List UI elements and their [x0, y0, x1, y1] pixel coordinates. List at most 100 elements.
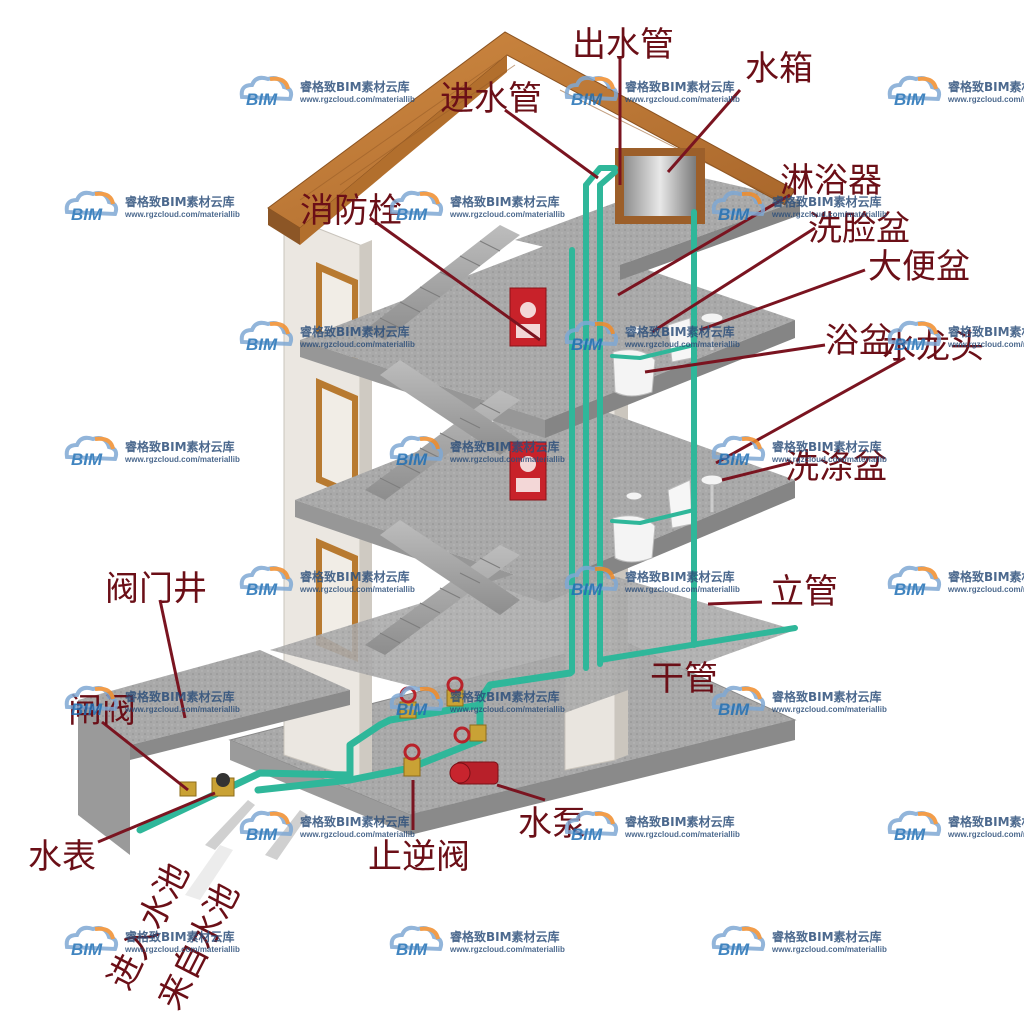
cloud-logo-icon	[564, 75, 619, 102]
watermark-url: www.rgzcloud.com/materiallib	[124, 945, 240, 954]
outlet-pipe	[597, 169, 618, 188]
cloud-logo-icon	[239, 810, 294, 837]
watermark-brand: 睿格致BIM素材云库	[125, 929, 235, 944]
label-gate-valve: 闸阀	[68, 691, 136, 731]
watermark-layer: BIM睿格致BIM素材云库www.rgzcloud.com/materialli…	[64, 75, 1024, 959]
watermark-brand: 睿格致BIM素材云库	[948, 79, 1024, 94]
building	[228, 31, 800, 835]
label-check-valve: 止逆阀	[368, 837, 470, 877]
cloud-logo-icon	[239, 565, 294, 592]
watermark: BIM睿格致BIM素材云库www.rgzcloud.com/materialli…	[711, 435, 887, 469]
staircases	[365, 225, 520, 655]
watermark: BIM睿格致BIM素材云库www.rgzcloud.com/materialli…	[64, 685, 240, 719]
cloud-logo-icon	[389, 435, 444, 462]
watermark: BIM睿格致BIM素材云库www.rgzcloud.com/materialli…	[64, 925, 240, 959]
watermark-url: www.rgzcloud.com/materiallib	[947, 830, 1024, 839]
fixtures	[509, 148, 724, 563]
branch-lower	[610, 508, 696, 525]
watermark-logo: BIM	[246, 580, 278, 599]
watermark-brand: 睿格致BIM素材云库	[625, 814, 735, 829]
inlet-to-tank	[583, 165, 618, 188]
watermark-url: www.rgzcloud.com/materiallib	[947, 585, 1024, 594]
fire-hydrant-box-upper	[509, 287, 547, 347]
watermark-logo: BIM	[894, 580, 926, 599]
watermark: BIM睿格致BIM素材云库www.rgzcloud.com/materialli…	[711, 190, 887, 224]
watermark-brand: 睿格致BIM素材云库	[772, 439, 882, 454]
watermark: BIM睿格致BIM素材云库www.rgzcloud.com/materialli…	[239, 75, 415, 109]
watermark-logo: BIM	[571, 335, 603, 354]
watermark-logo: BIM	[894, 90, 926, 109]
watermark-brand: 睿格致BIM素材云库	[772, 689, 882, 704]
cloud-logo-icon	[711, 435, 766, 462]
watermark-url: www.rgzcloud.com/materiallib	[771, 210, 887, 219]
watermark-logo: BIM	[718, 940, 750, 959]
watermark-brand: 睿格致BIM素材云库	[625, 324, 735, 339]
cloud-logo-icon	[887, 320, 942, 347]
watermark-url: www.rgzcloud.com/materiallib	[771, 705, 887, 714]
label-inlet-pipe: 进水管	[440, 79, 542, 119]
watermark-url: www.rgzcloud.com/materiallib	[299, 340, 415, 349]
watermark-logo: BIM	[718, 205, 750, 224]
watermark-url: www.rgzcloud.com/materiallib	[624, 830, 740, 839]
cloud-logo-icon	[564, 565, 619, 592]
watermark-url: www.rgzcloud.com/materiallib	[299, 585, 415, 594]
cloud-logo-icon	[239, 320, 294, 347]
washbasin-lower-room	[625, 325, 643, 501]
cloud-logo-icon	[64, 685, 119, 712]
cloud-logo-icon	[389, 190, 444, 217]
watermark: BIM睿格致BIM素材云库www.rgzcloud.com/materialli…	[389, 685, 565, 719]
cloud-logo-icon	[564, 320, 619, 347]
watermark: BIM睿格致BIM素材云库www.rgzcloud.com/materialli…	[64, 190, 240, 224]
watermark-logo: BIM	[246, 825, 278, 844]
label-bathtub: 浴盆	[825, 321, 893, 361]
watermark: BIM睿格致BIM素材云库www.rgzcloud.com/materialli…	[887, 320, 1024, 354]
watermark-brand: 睿格致BIM素材云库	[300, 569, 410, 584]
watermark: BIM睿格致BIM素材云库www.rgzcloud.com/materialli…	[887, 565, 1024, 599]
watermark-logo: BIM	[396, 450, 428, 469]
cloud-logo-icon	[64, 435, 119, 462]
watermark-brand: 睿格致BIM素材云库	[300, 814, 410, 829]
watermark-url: www.rgzcloud.com/materiallib	[449, 945, 565, 954]
water-spray	[185, 800, 308, 900]
watermark: BIM睿格致BIM素材云库www.rgzcloud.com/materialli…	[239, 320, 415, 354]
cloud-logo-icon	[564, 810, 619, 837]
watermark-logo: BIM	[396, 700, 428, 719]
watermark-logo: BIM	[71, 205, 103, 224]
cloud-logo-icon	[887, 810, 942, 837]
main-supply-pipe	[136, 716, 394, 834]
label-wash-sink: 洗涤盆	[785, 447, 887, 487]
watermark-brand: 睿格致BIM素材云库	[450, 439, 560, 454]
watermark-logo: BIM	[246, 335, 278, 354]
cloud-logo-icon	[711, 190, 766, 217]
cloud-logo-icon	[389, 925, 444, 952]
watermark-brand: 睿格致BIM素材云库	[125, 439, 235, 454]
watermark: BIM睿格致BIM素材云库www.rgzcloud.com/materialli…	[887, 75, 1024, 109]
label-toilet: 大便盆	[868, 247, 970, 287]
watermark-logo: BIM	[571, 580, 603, 599]
label-riser: 立管	[770, 572, 838, 612]
watermark: BIM睿格致BIM素材云库www.rgzcloud.com/materialli…	[564, 75, 740, 109]
watermark: BIM睿格致BIM素材云库www.rgzcloud.com/materialli…	[389, 190, 565, 224]
watermark: BIM睿格致BIM素材云库www.rgzcloud.com/materialli…	[389, 925, 565, 959]
watermark-brand: 睿格致BIM素材云库	[625, 569, 735, 584]
watermark-logo: BIM	[71, 700, 103, 719]
cloud-logo-icon	[711, 925, 766, 952]
watermark-logo: BIM	[396, 940, 428, 959]
watermark-brand: 睿格致BIM素材云库	[450, 194, 560, 209]
watermark-url: www.rgzcloud.com/materiallib	[771, 945, 887, 954]
watermark-brand: 睿格致BIM素材云库	[450, 689, 560, 704]
watermark-brand: 睿格致BIM素材云库	[948, 324, 1024, 339]
cloud-logo-icon	[887, 75, 942, 102]
water-pump	[449, 761, 499, 785]
watermark: BIM睿格致BIM素材云库www.rgzcloud.com/materialli…	[389, 435, 565, 469]
valve-3	[453, 724, 487, 744]
cloud-logo-icon	[64, 925, 119, 952]
valve-well	[78, 650, 350, 855]
watermark-url: www.rgzcloud.com/materiallib	[624, 340, 740, 349]
label-shower: 淋浴器	[780, 161, 882, 201]
watermark: BIM 睿格致BIM素材云库www.rgzcloud.com/materialli…	[239, 810, 415, 844]
watermark: BIM 睿格致BIM素材云库www.rgzcloud.com/materialli…	[564, 320, 740, 354]
watermark-url: www.rgzcloud.com/materiallib	[299, 830, 415, 839]
watermark-logo: BIM	[71, 450, 103, 469]
watermark: BIM睿格致BIM素材云库www.rgzcloud.com/materialli…	[564, 810, 740, 844]
